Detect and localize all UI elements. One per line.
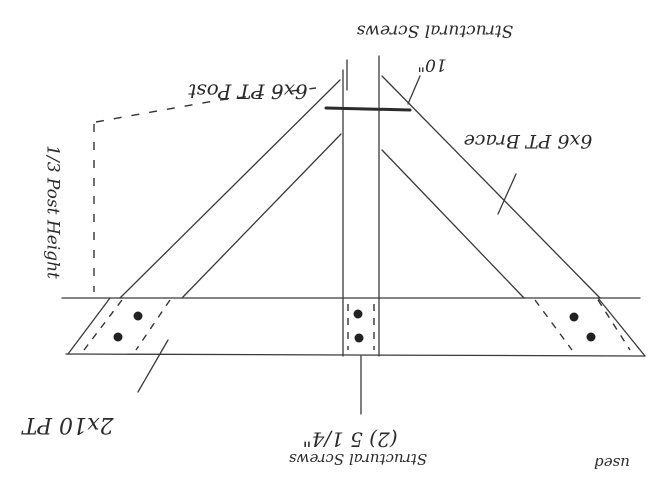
label-post: 6x6 PT Post — [187, 80, 307, 104]
label-beam: 2x10 PT — [20, 412, 114, 437]
right-brace — [381, 75, 601, 299]
label-corner: used — [594, 454, 630, 472]
label-ten-inch: 10" — [417, 55, 446, 75]
label-structural-screws-top: Structural Screws — [356, 21, 513, 41]
ten-inch-mark — [324, 106, 412, 112]
label-one-third-post-height: 1/3 Post Height — [43, 145, 63, 279]
joint-dashes — [83, 299, 631, 351]
screw-dots — [113, 309, 596, 343]
left-brace — [119, 79, 342, 299]
leader-lines — [137, 75, 517, 415]
label-screws-bottom-line2: Structural Screws — [289, 450, 427, 468]
height-dash — [93, 87, 317, 292]
post — [342, 55, 380, 357]
beam — [61, 297, 646, 357]
label-brace: 6x6 PT Brace — [464, 130, 593, 152]
label-screws-bottom-line1: (2) 5 1/4" — [302, 428, 397, 452]
